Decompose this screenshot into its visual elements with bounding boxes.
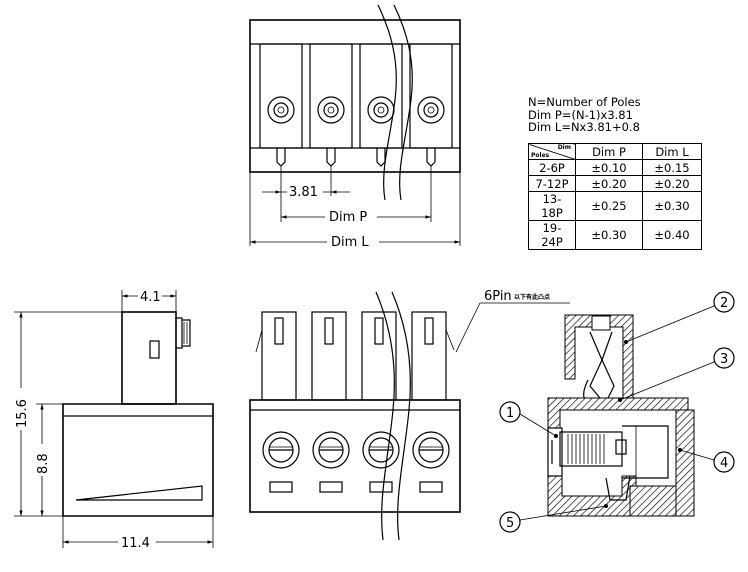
formula-block: N=Number of Poles Dim P=(N-1)x3.81 Dim L… — [528, 96, 728, 134]
table-header-row: Dim Poles Dim P Dim L — [528, 143, 702, 160]
screw-hole-1 — [267, 96, 295, 124]
top-view: 3.81 Dim P Dim L — [249, 4, 461, 250]
pitch-label: 3.81 — [289, 185, 318, 200]
callout-1: 1 — [499, 401, 558, 438]
svg-text:4: 4 — [720, 456, 728, 471]
pole-cells — [259, 43, 453, 167]
dim-l-label: Dim L — [331, 235, 369, 250]
side-view: 4.1 15.6 8.8 11.4 — [13, 289, 214, 551]
screw-hole-2 — [317, 96, 345, 124]
front-view: 6Pin 以下有此凸点 — [249, 289, 570, 541]
note-small-label: 以下有此凸点 — [514, 293, 550, 301]
table-corner-cell: Dim Poles — [528, 143, 576, 160]
callout-5: 5 — [499, 504, 608, 533]
front-screws — [262, 431, 450, 469]
formula-line-3: Dim L=Nx3.81+0.8 — [528, 120, 640, 134]
dim-p-label: Dim P — [329, 210, 367, 225]
header-dim-p: Dim P — [575, 143, 643, 160]
table-row: 2-6P ±0.10 ±0.15 — [528, 159, 702, 176]
svg-text:5: 5 — [506, 516, 514, 531]
formula-line-1: N=Number of Poles — [528, 95, 641, 109]
note-label: 6Pin — [484, 289, 512, 304]
screw-hole-4 — [417, 96, 445, 124]
callout-3: 3 — [618, 347, 735, 402]
section-view: 2 3 4 1 5 — [499, 291, 735, 533]
top-width-label: 4.1 — [140, 290, 161, 305]
header-dim-l: Dim L — [642, 143, 702, 160]
callout-2: 2 — [624, 291, 735, 344]
svg-text:1: 1 — [506, 406, 514, 421]
height-body-label: 8.8 — [36, 453, 51, 474]
table-row: 13-18P ±0.25 ±0.30 — [528, 191, 702, 221]
table-row: 7-12P ±0.20 ±0.20 — [528, 175, 702, 192]
svg-text:2: 2 — [720, 296, 728, 311]
width-bottom-label: 11.4 — [121, 536, 150, 551]
tolerance-table: Dim Poles Dim P Dim L 2-6P ±0.10 ±0.15 7… — [528, 143, 702, 250]
screw-hole-3 — [367, 96, 395, 124]
screw-thread — [567, 434, 605, 464]
height-total-label: 15.6 — [15, 399, 30, 428]
formula-line-2: Dim P=(N-1)x3.81 — [528, 107, 633, 122]
callout-4: 4 — [678, 448, 735, 473]
table-row: 19-24P ±0.30 ±0.40 — [528, 220, 702, 250]
svg-text:3: 3 — [720, 352, 728, 367]
